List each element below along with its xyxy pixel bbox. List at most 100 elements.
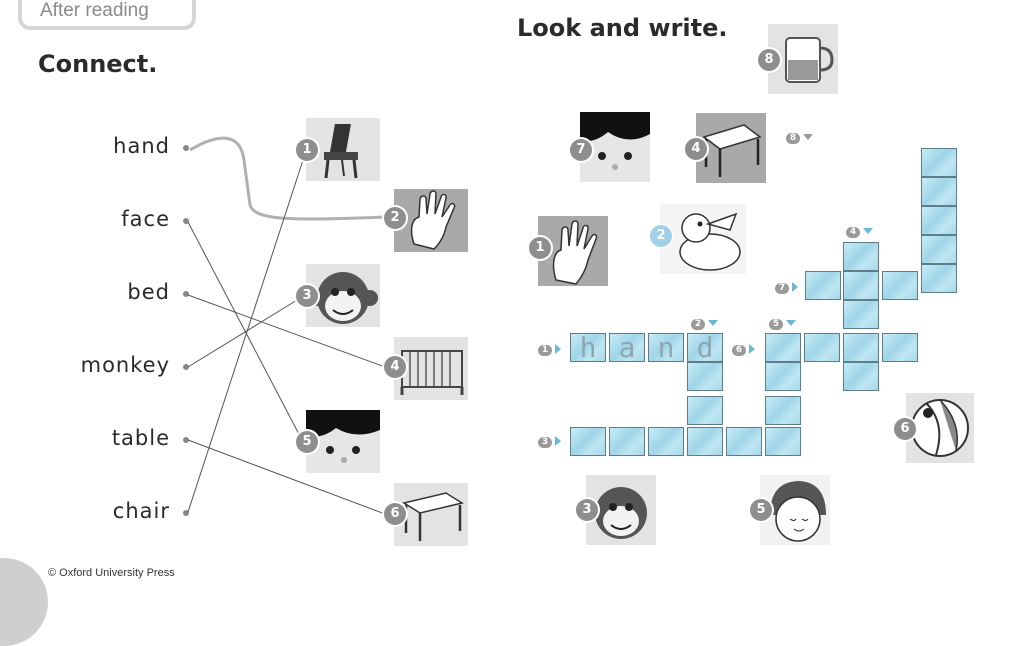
line-chair-1: [187, 150, 307, 513]
badge-connect-4: 4: [384, 356, 406, 378]
connection-lines: [183, 136, 386, 516]
word-table: table: [111, 426, 170, 450]
clue-marker-4: 4: [846, 224, 873, 238]
baby-icon: [770, 481, 826, 542]
cell: [765, 362, 801, 391]
picture-face-2: [580, 112, 650, 182]
cell: [687, 333, 723, 362]
line-monkey-3: [187, 296, 303, 368]
badge-write-1: 1: [529, 237, 551, 259]
picture-hand-2: [538, 216, 608, 286]
cell: [882, 271, 918, 300]
clue-marker-5: 5: [769, 316, 796, 330]
after-reading-tab: After reading: [18, 0, 196, 30]
answer-letter: a: [618, 331, 636, 364]
badge-write-4: 4: [685, 138, 707, 160]
face-icon: [306, 410, 380, 473]
cell: [570, 333, 606, 362]
cell: [921, 177, 957, 206]
cell: [609, 427, 645, 456]
hand-icon: [552, 220, 598, 285]
picture-ball: [906, 393, 974, 463]
clue-marker-1: 1: [538, 342, 561, 356]
face-icon: [580, 112, 650, 182]
word-bed: bed: [127, 280, 170, 304]
picture-bed: [394, 337, 468, 400]
cell: [687, 396, 723, 425]
badge-write-3: 3: [576, 499, 598, 521]
cell: [805, 271, 841, 300]
badge-connect-6: 6: [384, 503, 406, 525]
dot-table: [183, 437, 189, 443]
dot-hand: [183, 145, 189, 151]
line-face-5: [187, 221, 303, 441]
cell: [921, 148, 957, 177]
word-chair: chair: [112, 499, 170, 523]
clue-marker-2: 2: [691, 316, 718, 330]
badge-write-6: 6: [894, 418, 916, 440]
picture-chair: [306, 118, 380, 181]
badge-write-8: 8: [758, 49, 780, 71]
after-reading-label: After reading: [40, 0, 149, 21]
duck-icon: [679, 212, 741, 271]
dot-bed: [183, 291, 189, 297]
badge-connect-2: 2: [384, 207, 406, 229]
cell: [609, 333, 645, 362]
dot-face: [183, 218, 189, 224]
chair-icon: [324, 124, 358, 179]
answer-letter: n: [657, 331, 675, 364]
badge-write-2: 2: [650, 225, 672, 247]
ball-icon: [911, 399, 969, 457]
badge-connect-3: 3: [296, 285, 318, 307]
cell: [648, 427, 684, 456]
monkey-icon: [595, 487, 647, 539]
cell: [765, 333, 801, 362]
cell: [843, 300, 879, 329]
picture-duck: [660, 204, 746, 274]
picture-table: [394, 483, 468, 546]
badge-connect-1: 1: [296, 139, 318, 161]
cell: [687, 427, 723, 456]
cell: [921, 264, 957, 293]
badge-write-5: 5: [750, 499, 772, 521]
badge-connect-5: 5: [296, 431, 318, 453]
clue-marker-3: 3: [538, 434, 561, 448]
table-icon: [402, 492, 464, 541]
picture-hand: [394, 189, 468, 252]
word-hand: hand: [113, 134, 170, 158]
cell: [843, 271, 879, 300]
answer-letter: h: [579, 331, 597, 364]
copyright-notice: © Oxford University Press: [48, 567, 175, 579]
picture-table-2: [696, 113, 766, 183]
clue-marker-7: 7: [775, 280, 798, 294]
cell: [921, 235, 957, 264]
badge-write-7: 7: [570, 139, 592, 161]
cell: [804, 333, 840, 362]
cell: [843, 242, 879, 271]
cup-icon: [785, 37, 834, 83]
dot-monkey: [183, 364, 189, 370]
clue-marker-8: 8: [786, 130, 813, 144]
cell: [843, 362, 879, 391]
clue-marker-6: 6: [732, 342, 755, 356]
cell: [726, 427, 762, 456]
cell: [765, 427, 801, 456]
hand-icon: [410, 190, 456, 250]
bed-icon: [400, 350, 464, 395]
cell: [570, 427, 606, 456]
word-monkey: monkey: [80, 353, 170, 377]
answer-letter: d: [696, 331, 714, 364]
picture-monkey: [306, 264, 380, 327]
cell: [921, 206, 957, 235]
picture-face: [306, 410, 380, 473]
cell: [687, 362, 723, 391]
cell: [882, 333, 918, 362]
word-face: face: [121, 207, 170, 231]
line-hand-2: [189, 136, 386, 221]
look-and-write-heading: Look and write.: [517, 14, 728, 42]
cell: [765, 396, 801, 425]
cell: [843, 333, 879, 362]
connect-heading: Connect.: [38, 50, 158, 78]
cell: [648, 333, 684, 362]
dot-chair: [183, 510, 189, 516]
